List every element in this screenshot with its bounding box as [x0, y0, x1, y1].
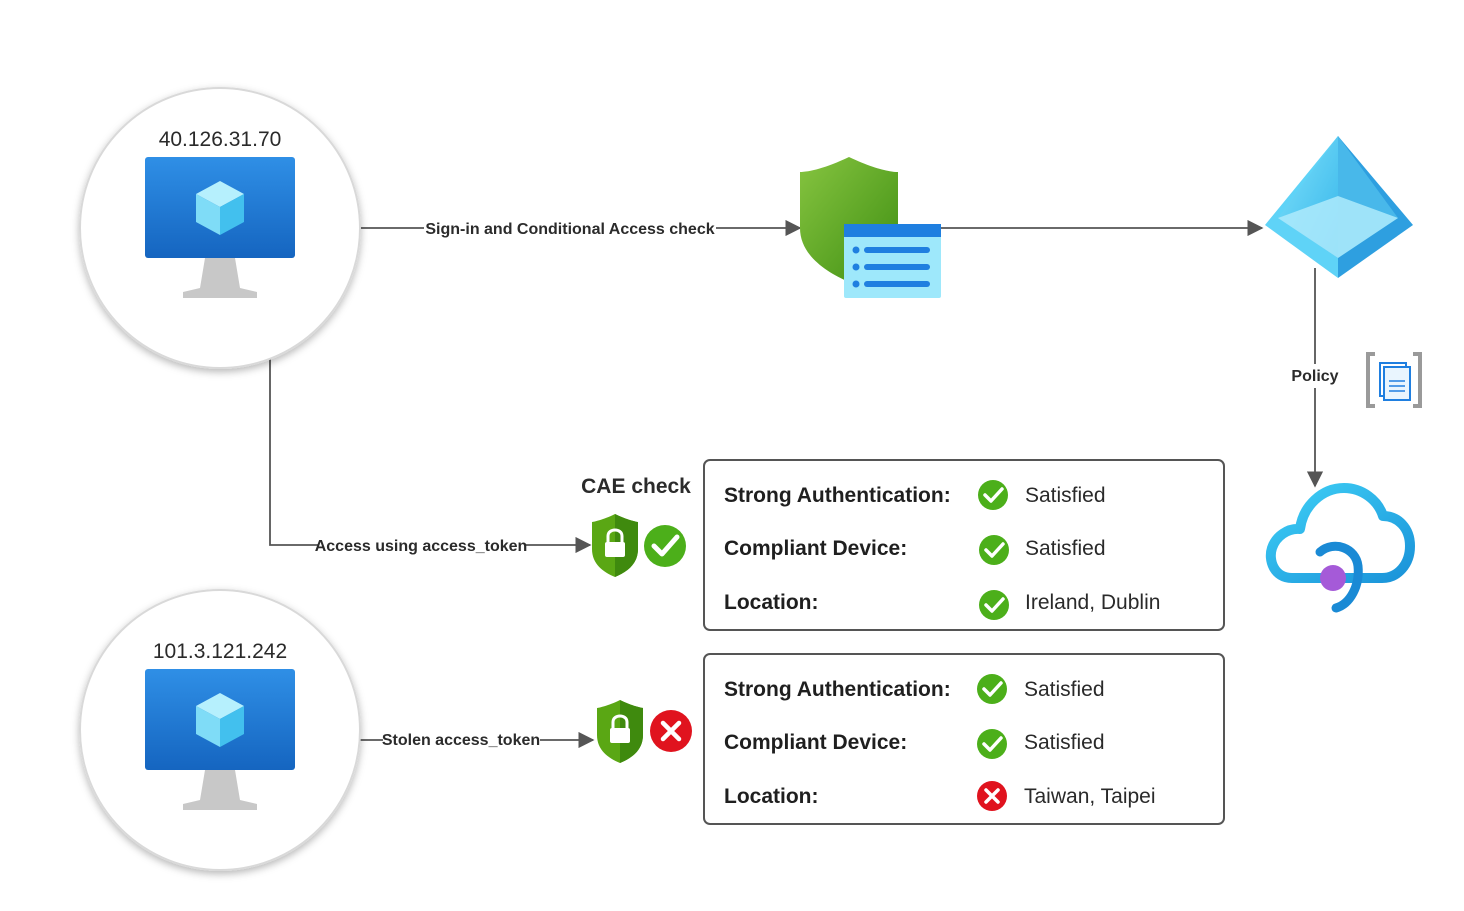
policy-edge-label: Policy: [1291, 368, 1338, 385]
lock-shield-icon: [597, 700, 643, 763]
claim-value: Ireland, Dublin: [1025, 591, 1160, 614]
stolen-edge-label: Stolen access_token: [382, 732, 540, 749]
device-attacker: 101.3.121.242: [79, 589, 361, 871]
device-legit: 40.126.31.70: [79, 87, 361, 369]
claims-panel-legit: Strong Authentication: Satisfied Complia…: [703, 459, 1225, 631]
claim-value: Satisfied: [1025, 484, 1106, 507]
claim-value: Satisfied: [1025, 537, 1106, 560]
policy-document-icon: [1366, 352, 1422, 408]
cloud-app-icon: [1265, 483, 1415, 613]
claim-label: Compliant Device:: [724, 731, 907, 754]
cae-check-ok: CAE check: [581, 475, 691, 577]
claim-label: Strong Authentication:: [724, 678, 951, 701]
device-ip: 40.126.31.70: [159, 128, 282, 151]
claim-label: Strong Authentication:: [724, 484, 951, 507]
claim-label: Compliant Device:: [724, 537, 907, 560]
error-circle-icon: [650, 710, 692, 752]
edge-labels: Sign-in and Conditional Access check Acc…: [315, 217, 1340, 751]
azure-ad-pyramid-icon: [1265, 136, 1413, 278]
check-circle-icon: [979, 535, 1009, 565]
check-circle-icon: [644, 525, 686, 567]
check-circle-icon: [979, 590, 1009, 620]
error-circle-icon: [977, 781, 1007, 811]
virtual-machine-icon: [145, 157, 295, 298]
claims-panel-attacker: Strong Authentication: Satisfied Complia…: [703, 653, 1225, 825]
signin-edge-label: Sign-in and Conditional Access check: [425, 221, 714, 238]
claim-label: Location:: [724, 785, 819, 808]
cae-check-title: CAE check: [581, 475, 691, 498]
check-circle-icon: [977, 729, 1007, 759]
lock-shield-icon: [592, 514, 638, 577]
device-ip: 101.3.121.242: [153, 640, 287, 663]
claim-value: Taiwan, Taipei: [1024, 785, 1156, 808]
cae-check-fail: [597, 700, 692, 763]
virtual-machine-icon: [145, 669, 295, 810]
claim-label: Location:: [724, 591, 819, 614]
claim-value: Satisfied: [1024, 731, 1105, 754]
check-circle-icon: [978, 480, 1008, 510]
claim-value: Satisfied: [1024, 678, 1105, 701]
access-edge-label: Access using access_token: [315, 538, 528, 555]
check-circle-icon: [977, 674, 1007, 704]
shield-policy-icon: [800, 157, 941, 298]
